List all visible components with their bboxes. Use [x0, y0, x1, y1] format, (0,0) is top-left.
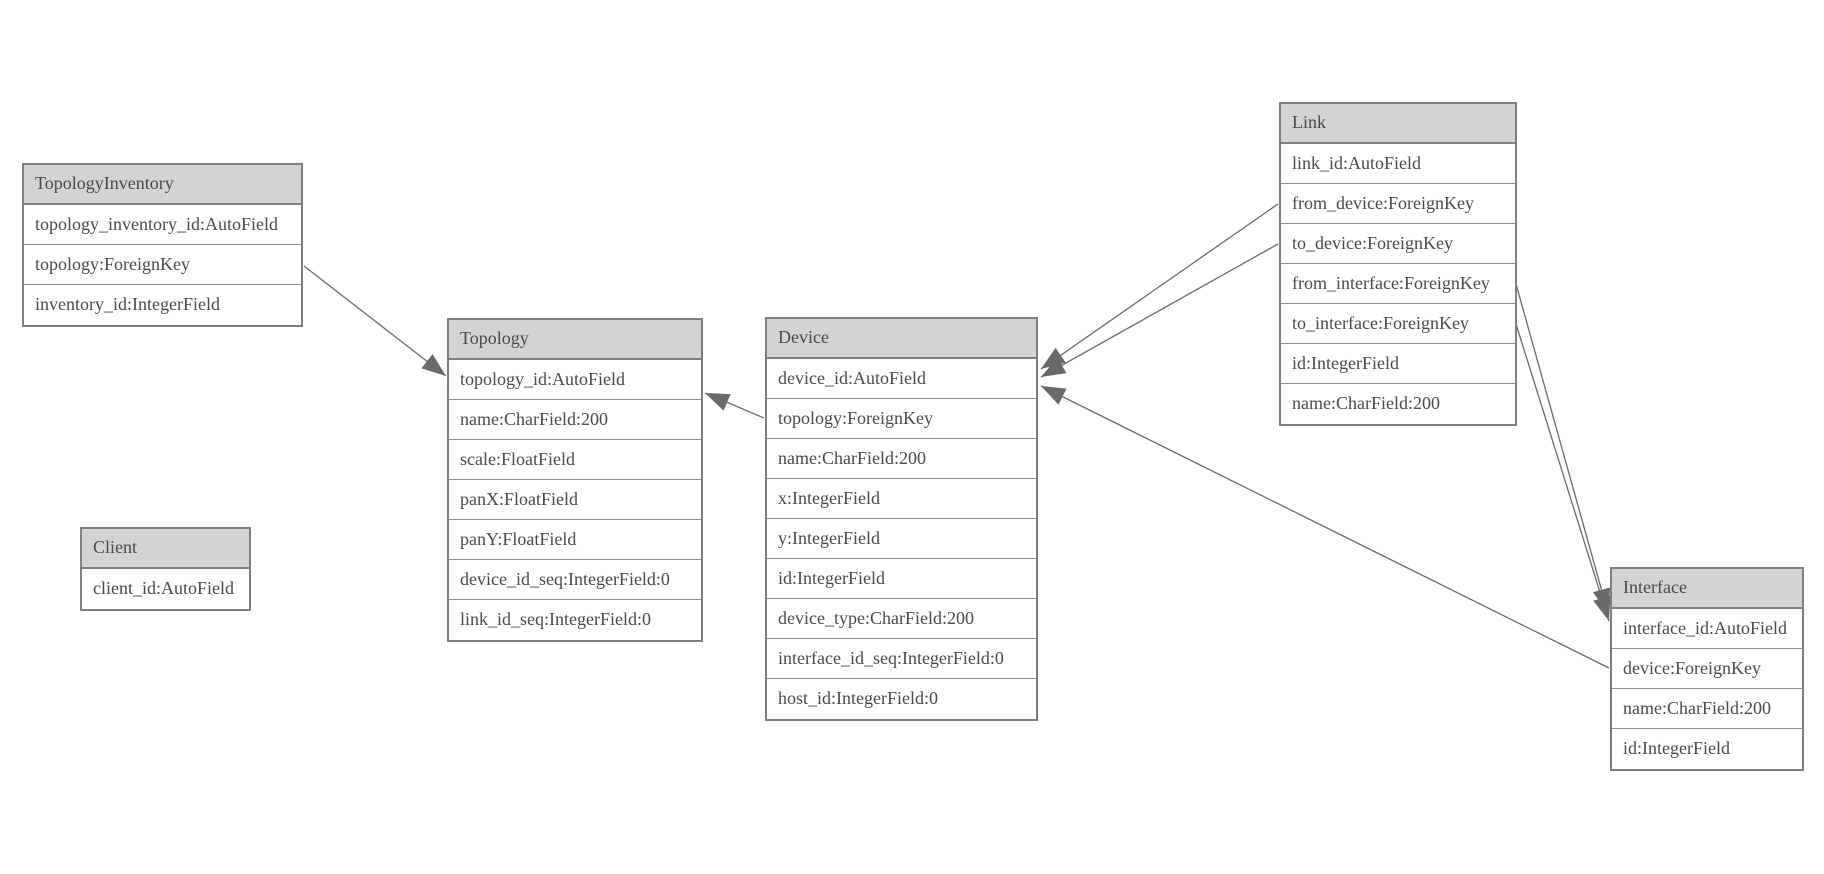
- entity-header: TopologyInventory: [24, 165, 301, 205]
- field-row: panY:FloatField: [449, 520, 701, 560]
- entity-header: Device: [767, 319, 1036, 359]
- entity-client: Client client_id:AutoField: [80, 527, 251, 611]
- edge-link-to-device: [1040, 243, 1279, 378]
- field-row: y:IntegerField: [767, 519, 1036, 559]
- entity-header: Interface: [1612, 569, 1802, 609]
- field-row: from_device:ForeignKey: [1281, 184, 1515, 224]
- entity-header: Topology: [449, 320, 701, 360]
- field-row: device_id:AutoField: [767, 359, 1036, 399]
- field-row: interface_id_seq:IntegerField:0: [767, 639, 1036, 679]
- field-row: id:IntegerField: [1623, 738, 1730, 758]
- field-row: x:IntegerField: [767, 479, 1036, 519]
- field-row: name:CharField:200: [449, 400, 701, 440]
- edge-device-topology: [704, 392, 765, 419]
- field-row: interface_id:AutoField: [1612, 609, 1802, 649]
- field-row: inventory_id:IntegerField: [35, 294, 220, 314]
- field-row: name:CharField:200: [767, 439, 1036, 479]
- field-row: name:CharField:200: [1292, 393, 1440, 413]
- field-row: id:IntegerField: [1281, 344, 1515, 384]
- field-row: panX:FloatField: [449, 480, 701, 520]
- entity-device: Device device_id:AutoField topology:Fore…: [765, 317, 1038, 721]
- field-row: to_device:ForeignKey: [1281, 224, 1515, 264]
- field-row: host_id:IntegerField:0: [778, 688, 938, 708]
- field-row: link_id:AutoField: [1281, 144, 1515, 184]
- field-row: device_type:CharField:200: [767, 599, 1036, 639]
- field-row: to_interface:ForeignKey: [1281, 304, 1515, 344]
- field-row: scale:FloatField: [449, 440, 701, 480]
- edge-link-to-interface: [1515, 323, 1611, 622]
- field-row: device:ForeignKey: [1612, 649, 1802, 689]
- field-row: link_id_seq:IntegerField:0: [460, 609, 651, 629]
- edge-link-from-interface: [1515, 283, 1611, 614]
- field-row: from_interface:ForeignKey: [1281, 264, 1515, 304]
- entity-header: Link: [1281, 104, 1515, 144]
- edge-link-from-device: [1040, 203, 1279, 370]
- entity-link: Link link_id:AutoField from_device:Forei…: [1279, 102, 1517, 426]
- field-row: client_id:AutoField: [93, 578, 234, 598]
- edge-topologyinventory-topology: [303, 265, 447, 377]
- field-row: topology_inventory_id:AutoField: [24, 205, 301, 245]
- field-row: name:CharField:200: [1612, 689, 1802, 729]
- entity-interface: Interface interface_id:AutoField device:…: [1610, 567, 1804, 771]
- edge-interface-device: [1040, 385, 1610, 669]
- entity-header: Client: [82, 529, 249, 569]
- field-row: id:IntegerField: [767, 559, 1036, 599]
- field-row: topology_id:AutoField: [449, 360, 701, 400]
- entity-topology: Topology topology_id:AutoField name:Char…: [447, 318, 703, 642]
- field-row: topology:ForeignKey: [24, 245, 301, 285]
- field-row: device_id_seq:IntegerField:0: [449, 560, 701, 600]
- entity-topologyinventory: TopologyInventory topology_inventory_id:…: [22, 163, 303, 327]
- field-row: topology:ForeignKey: [767, 399, 1036, 439]
